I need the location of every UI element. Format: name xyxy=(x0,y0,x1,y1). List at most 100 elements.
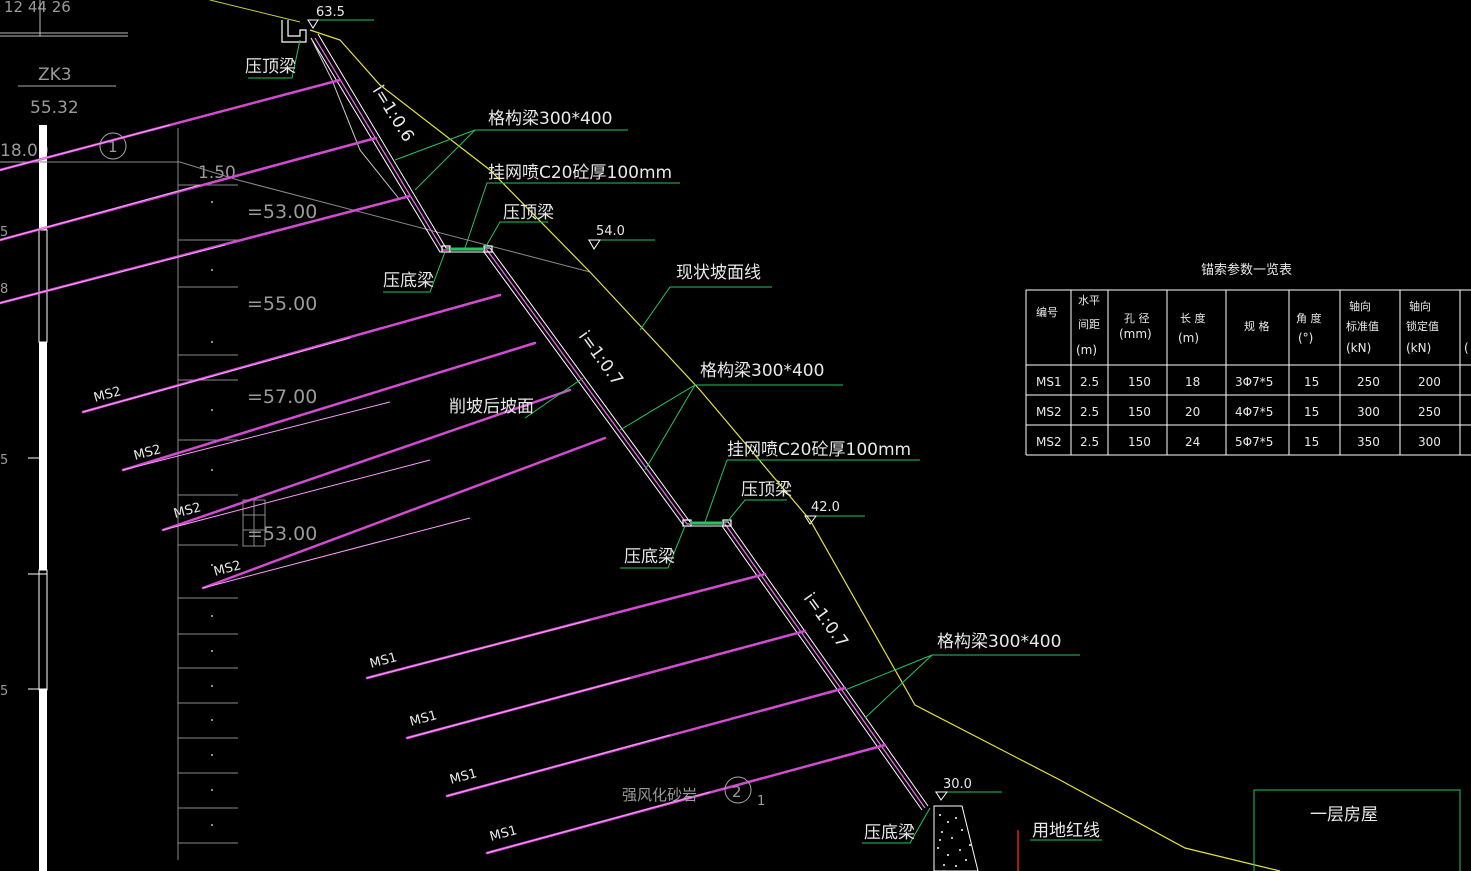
anchor-label-ms2: MS2 xyxy=(172,500,203,522)
ruler-elev-53: =53.00 xyxy=(247,201,317,223)
table-cell: 2.5 xyxy=(1080,435,1099,449)
ruler-elev-57: =57.00 xyxy=(247,386,317,408)
table-header: 水平 xyxy=(1078,294,1100,307)
anchor-cables xyxy=(0,78,887,855)
cut-slope-label: 削坡后坡面 xyxy=(449,397,534,417)
elevation-markers xyxy=(307,19,948,801)
table-cell: 300 xyxy=(1418,435,1441,449)
table-header: 编号 xyxy=(1036,305,1058,319)
anchor-label-ms1: MS1 xyxy=(488,823,519,845)
anchor-label-ms1: MS1 xyxy=(448,766,479,788)
elevation-300: 30.0 xyxy=(943,777,972,792)
table-cell: 15 xyxy=(1304,435,1319,449)
pressure-top-beam-label-2: 压顶梁 xyxy=(503,203,554,223)
circle-2-sub: 1 xyxy=(757,794,765,809)
circle-2-text: 2 xyxy=(732,783,742,801)
table-cell: 3Φ7*5 xyxy=(1235,375,1273,389)
red-line-label: 用地红线 xyxy=(1032,821,1100,841)
anchor-cable xyxy=(161,388,572,532)
house-outline xyxy=(1253,789,1461,871)
table-header: (mm) xyxy=(1119,327,1152,341)
borehole-info: 12 44 26 ZK3 55.32 18.00 1 5 8 5 5 xyxy=(0,0,180,699)
table-row: MS1 2.5 150 18 3Φ7*5 15 250 200 xyxy=(1036,375,1441,389)
table-row: MS2 2.5 150 20 4Φ7*5 15 300 250 xyxy=(1036,405,1441,419)
table-cell: 15 xyxy=(1304,405,1319,419)
anchor-cable xyxy=(121,341,537,472)
slope-ratio-1: i=1:0.6 xyxy=(368,82,418,146)
left-mark-1: 5 xyxy=(0,225,8,240)
lattice-beam-label-2: 格构梁300*400 xyxy=(700,361,824,381)
table-cell: 5Φ7*5 xyxy=(1235,435,1273,449)
table-cell: 150 xyxy=(1128,435,1151,449)
pressure-bottom-beam-label-2: 压底梁 xyxy=(624,547,675,567)
table-header: (kN) xyxy=(1406,341,1431,355)
top-elevation: 63.5 xyxy=(316,5,345,20)
ruler-dots xyxy=(211,201,213,826)
geology-boundary-line xyxy=(40,161,591,273)
table-cell: 4Φ7*5 xyxy=(1235,405,1273,419)
circle-1-text: 1 xyxy=(108,138,118,156)
borehole-column xyxy=(28,125,48,871)
cut-slope-face xyxy=(310,33,929,811)
table-header: 锁定值 xyxy=(1406,319,1439,333)
table-cell: MS2 xyxy=(1036,405,1062,419)
pressure-top-beam-label: 压顶梁 xyxy=(245,57,296,77)
table-cell: 150 xyxy=(1128,405,1151,419)
anchor-parameter-table: 锚索参数一览表 编号 水平 间距 (m) 孔 径 (mm) 长 度 (m) 规 … xyxy=(1025,262,1471,456)
table-header: 长 度 xyxy=(1180,311,1206,325)
table-row: MS2 2.5 150 24 5Φ7*5 15 350 300 xyxy=(1036,435,1441,449)
lattice-beam-label: 格构梁300*400 xyxy=(488,109,612,129)
top-yellow-line xyxy=(209,0,301,23)
table-cell: 150 xyxy=(1128,375,1151,389)
elevation-540: 54.0 xyxy=(596,224,625,239)
pressure-bottom-beam-label-3: 压底梁 xyxy=(864,823,915,843)
lattice-beam-label-3: 格构梁300*400 xyxy=(937,632,1061,652)
table-header: (m) xyxy=(1076,343,1097,357)
anchor-label-ms1: MS1 xyxy=(408,708,439,730)
borehole-column-bar xyxy=(39,125,47,871)
circle-marker-1 xyxy=(99,132,127,160)
pressure-top-beam-label-3: 压顶梁 xyxy=(741,480,792,500)
table-cell: 18 xyxy=(1185,375,1200,389)
shotcrete-label: 挂网喷C20砼厚100mm xyxy=(488,163,672,183)
pressure-bottom-beam-label: 压底梁 xyxy=(383,271,434,291)
table-header: 间距 xyxy=(1078,318,1100,331)
table-header: (kN) xyxy=(1346,341,1371,355)
svg-text:(: ( xyxy=(1464,341,1469,355)
anchor-cable-highlights xyxy=(0,124,711,854)
table-header: (°) xyxy=(1298,331,1313,345)
anchor-label-ms2: MS2 xyxy=(92,384,123,406)
house-label: 一层房屋 xyxy=(1310,805,1378,825)
table-cell: 350 xyxy=(1357,435,1380,449)
circle-marker-2 xyxy=(724,776,752,804)
table-cell: 24 xyxy=(1185,435,1200,449)
table-header: 标准值 xyxy=(1346,319,1379,333)
anchor-label-ms1: MS1 xyxy=(368,650,399,672)
table-cell: MS1 xyxy=(1036,375,1062,389)
ruler-elev-55: =55.00 xyxy=(247,293,317,315)
table-cell: 15 xyxy=(1304,375,1319,389)
table-header: 轴向 xyxy=(1349,299,1371,313)
table-header: 轴向 xyxy=(1409,299,1431,313)
current-slope-label: 现状坡面线 xyxy=(676,263,761,283)
table-header: (m) xyxy=(1178,331,1199,345)
left-mark-2: 8 xyxy=(0,282,8,297)
table-header: 规 格 xyxy=(1244,319,1270,333)
slope-ratio-3: i=1:0.7 xyxy=(799,589,852,651)
table-title: 锚索参数一览表 xyxy=(1201,262,1292,278)
borehole-id: ZK3 xyxy=(38,65,72,85)
depth-label: 18.00 xyxy=(0,141,49,161)
table-cell: 250 xyxy=(1418,405,1441,419)
left-mark-4: 5 xyxy=(0,684,8,699)
retaining-wall xyxy=(933,805,979,871)
elevation-ruler xyxy=(177,128,266,860)
table-header: 孔 径 xyxy=(1124,312,1150,325)
table-cell: 20 xyxy=(1185,405,1200,419)
column-gap-1 xyxy=(38,229,48,343)
table-cell: 2.5 xyxy=(1080,405,1099,419)
table-header: 角 度 xyxy=(1296,311,1322,325)
anchor-label-ms2: MS2 xyxy=(212,558,243,580)
header-text: 12 44 26 xyxy=(4,0,71,16)
shotcrete-label-2: 挂网喷C20砼厚100mm xyxy=(727,440,911,460)
